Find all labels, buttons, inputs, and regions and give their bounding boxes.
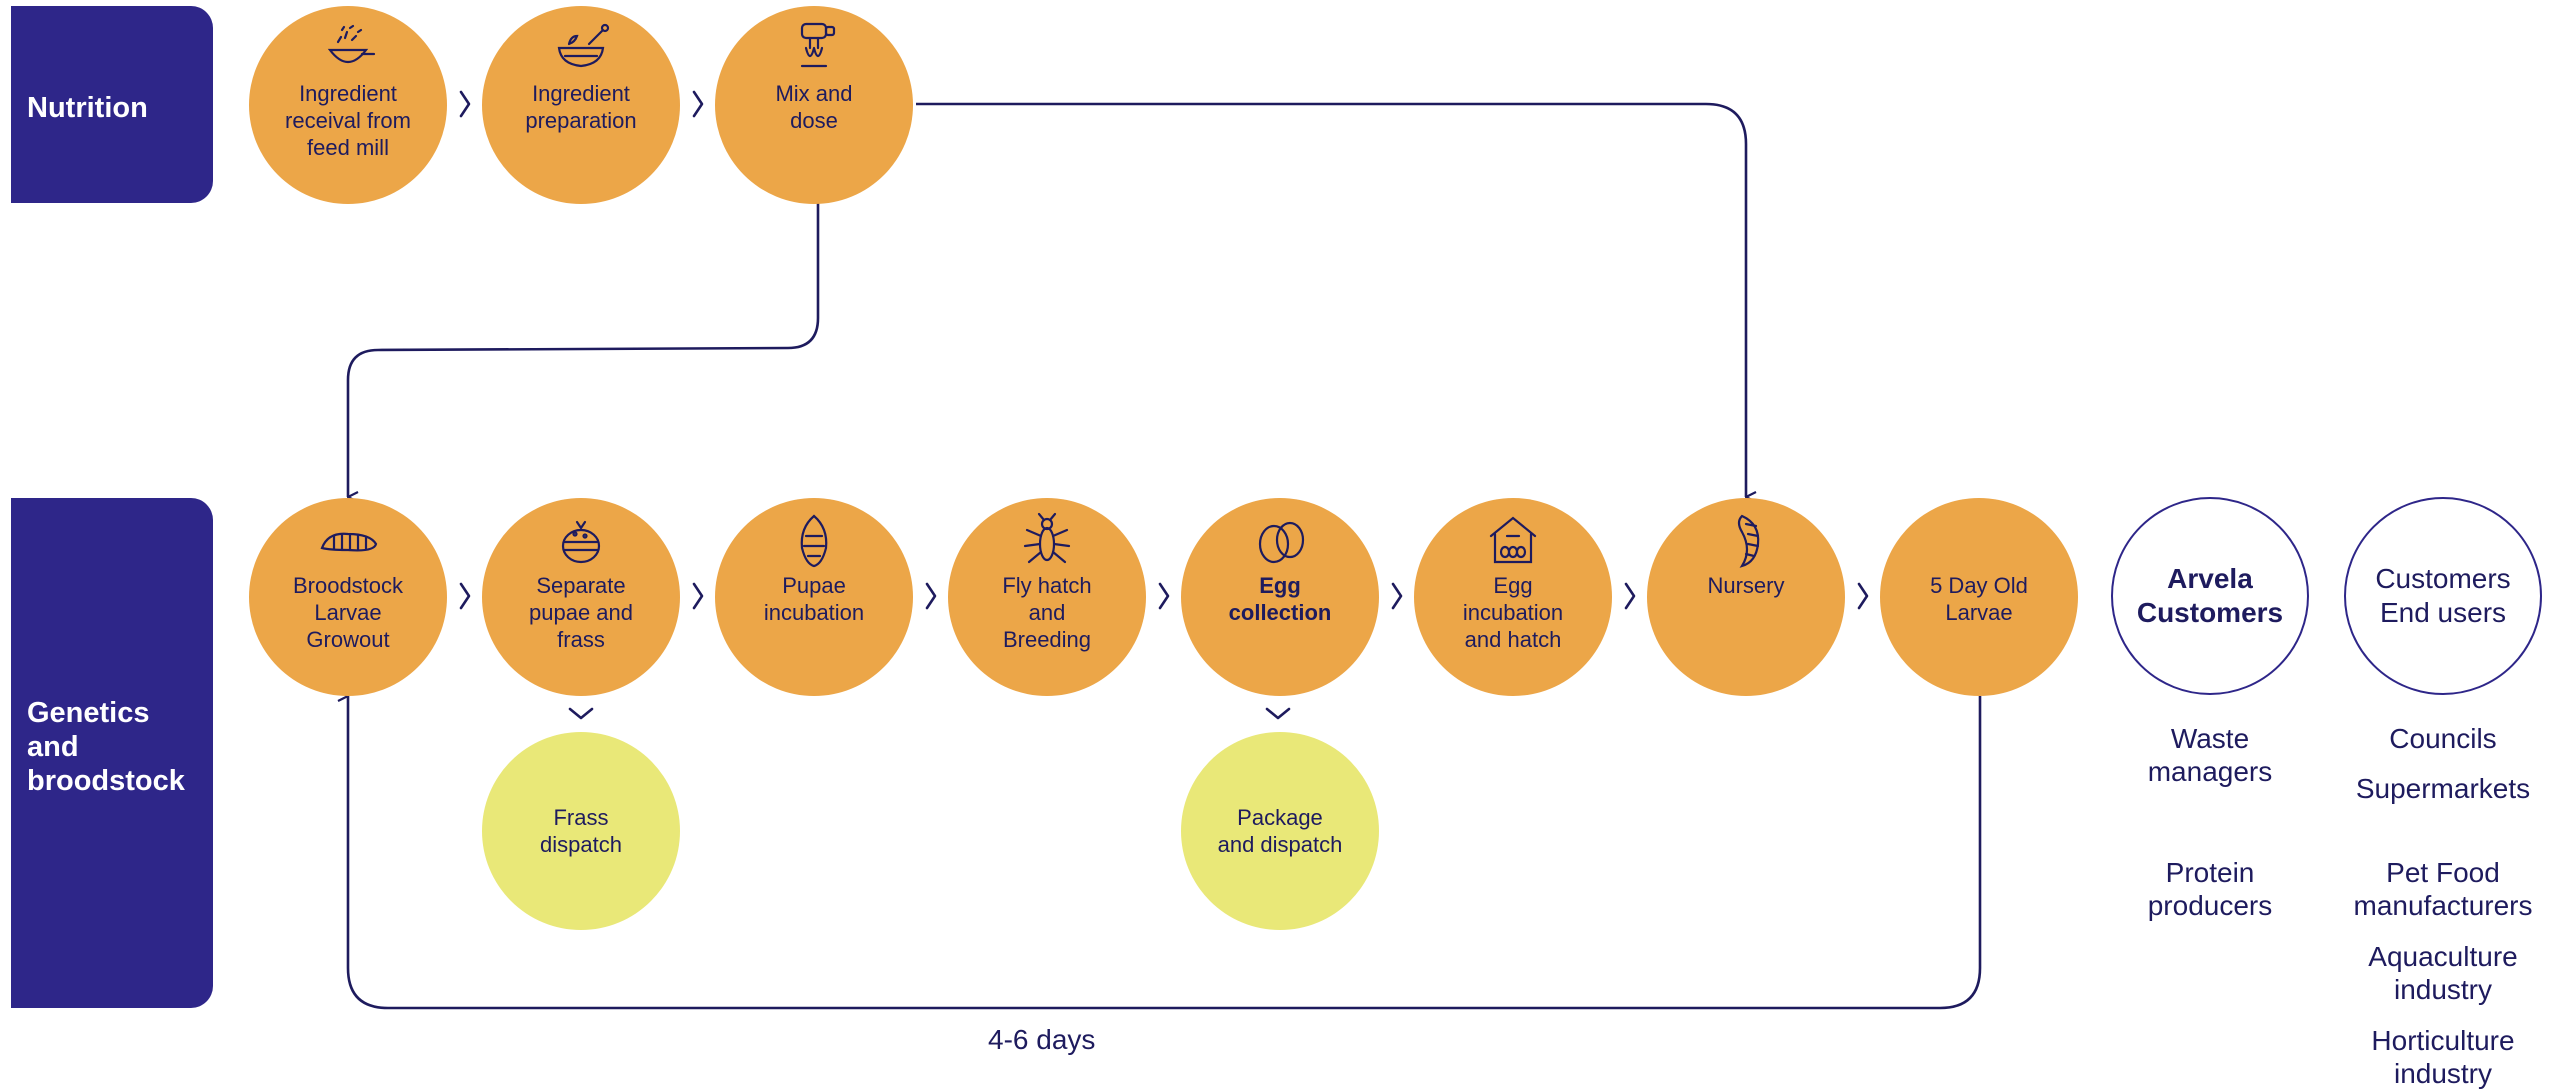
shrimp-larva-icon [1737, 514, 1760, 568]
step-label: Egg incubation and hatch [1462, 573, 1564, 652]
pupa-icon [800, 514, 828, 568]
step-separate-pupae-frass: Separate pupae and frass [482, 498, 680, 696]
connector-mix-to-nursery [916, 102, 1746, 497]
customer-label: Arvela Customers [2136, 563, 2284, 628]
end-user-customers: Customers End users [2344, 497, 2542, 695]
customer-list-item: Horticulture industry [2371, 1025, 2515, 1089]
arvela-customers: Arvela Customers [2111, 497, 2309, 695]
step-label: Ingredient preparation [525, 81, 637, 133]
dispatch-label: Frass dispatch [540, 805, 622, 857]
chevron-right-icon [459, 582, 471, 610]
step-label: Fly hatch and Breeding [1002, 573, 1092, 652]
cycle-duration-label: 4-6 days [988, 1024, 1096, 1055]
step-broodstock-larvae-growout: Broodstock Larvae Growout [249, 498, 447, 696]
chevron-right-icon [1624, 582, 1636, 610]
chevron-right-icon [692, 582, 704, 610]
mixer-icon [800, 22, 836, 68]
eggs-icon [1258, 521, 1305, 564]
connector-mix-to-growout [346, 203, 820, 497]
step-label: Mix and dose [775, 81, 853, 133]
incubator-icon [1489, 516, 1537, 564]
customer-list-item: Protein producers [2147, 857, 2273, 921]
ingredients-bowl-icon [327, 24, 376, 64]
dispatch-label: Package and dispatch [1217, 805, 1343, 857]
lane-nutrition: Nutrition [11, 6, 213, 203]
step-label: Ingredient receival from feed mill [285, 81, 411, 160]
lane-label: Nutrition [27, 92, 148, 124]
chevron-down-icon [568, 707, 594, 720]
connector-cycle-loop [348, 696, 1982, 1010]
customer-label: Customers End users [2375, 563, 2511, 628]
step-label: Separate pupae and frass [529, 573, 633, 652]
chevron-right-icon [1158, 582, 1170, 610]
step-label: Pupae incubation [763, 573, 865, 625]
customer-list-item: Councils [2389, 723, 2497, 754]
step-egg-collection: Egg collection [1181, 498, 1379, 696]
chevron-right-icon [1857, 582, 1869, 610]
step-label: 5 Day Old Larvae [1930, 573, 2028, 625]
customer-list-item: Supermarkets [2355, 773, 2531, 804]
step-ingredient-receival: Ingredient receival from feed mill [249, 6, 447, 204]
step-label: Broodstock Larvae Growout [292, 573, 404, 652]
frass-dispatch: Frass dispatch [482, 732, 680, 930]
step-nursery: Nursery [1647, 498, 1845, 696]
chevron-right-icon [925, 582, 937, 610]
package-dispatch: Package and dispatch [1181, 732, 1379, 930]
chevron-right-icon [692, 90, 704, 118]
step-pupae-incubation: Pupae incubation [715, 498, 913, 696]
chevron-right-icon [1391, 582, 1403, 610]
step-5-day-old-larvae: 5 Day Old Larvae [1880, 498, 2078, 696]
step-fly-hatch-breeding: Fly hatch and Breeding [948, 498, 1146, 696]
step-label: Nursery [1707, 573, 1785, 598]
customer-list-item: Pet Food manufacturers [2353, 857, 2533, 921]
lane-genetics-broodstock: Genetics and broodstock [11, 498, 213, 1008]
fly-icon [1023, 512, 1071, 564]
larva-icon [320, 532, 378, 552]
mortar-bowl-icon [557, 23, 610, 68]
chevron-right-icon [459, 90, 471, 118]
lane-label: Genetics and broodstock [27, 697, 185, 797]
step-ingredient-preparation: Ingredient preparation [482, 6, 680, 204]
customer-list-item: Waste managers [2147, 723, 2273, 787]
icon-placeholder [1949, 510, 2009, 570]
customer-list-item: Aquaculture industry [2368, 941, 2518, 1005]
step-egg-incubation-hatch: Egg incubation and hatch [1414, 498, 1612, 696]
step-label: Egg collection [1228, 573, 1332, 625]
pupa-sorting-icon [561, 520, 601, 564]
chevron-down-icon [1265, 707, 1291, 720]
step-mix-and-dose: Mix and dose [715, 6, 913, 204]
